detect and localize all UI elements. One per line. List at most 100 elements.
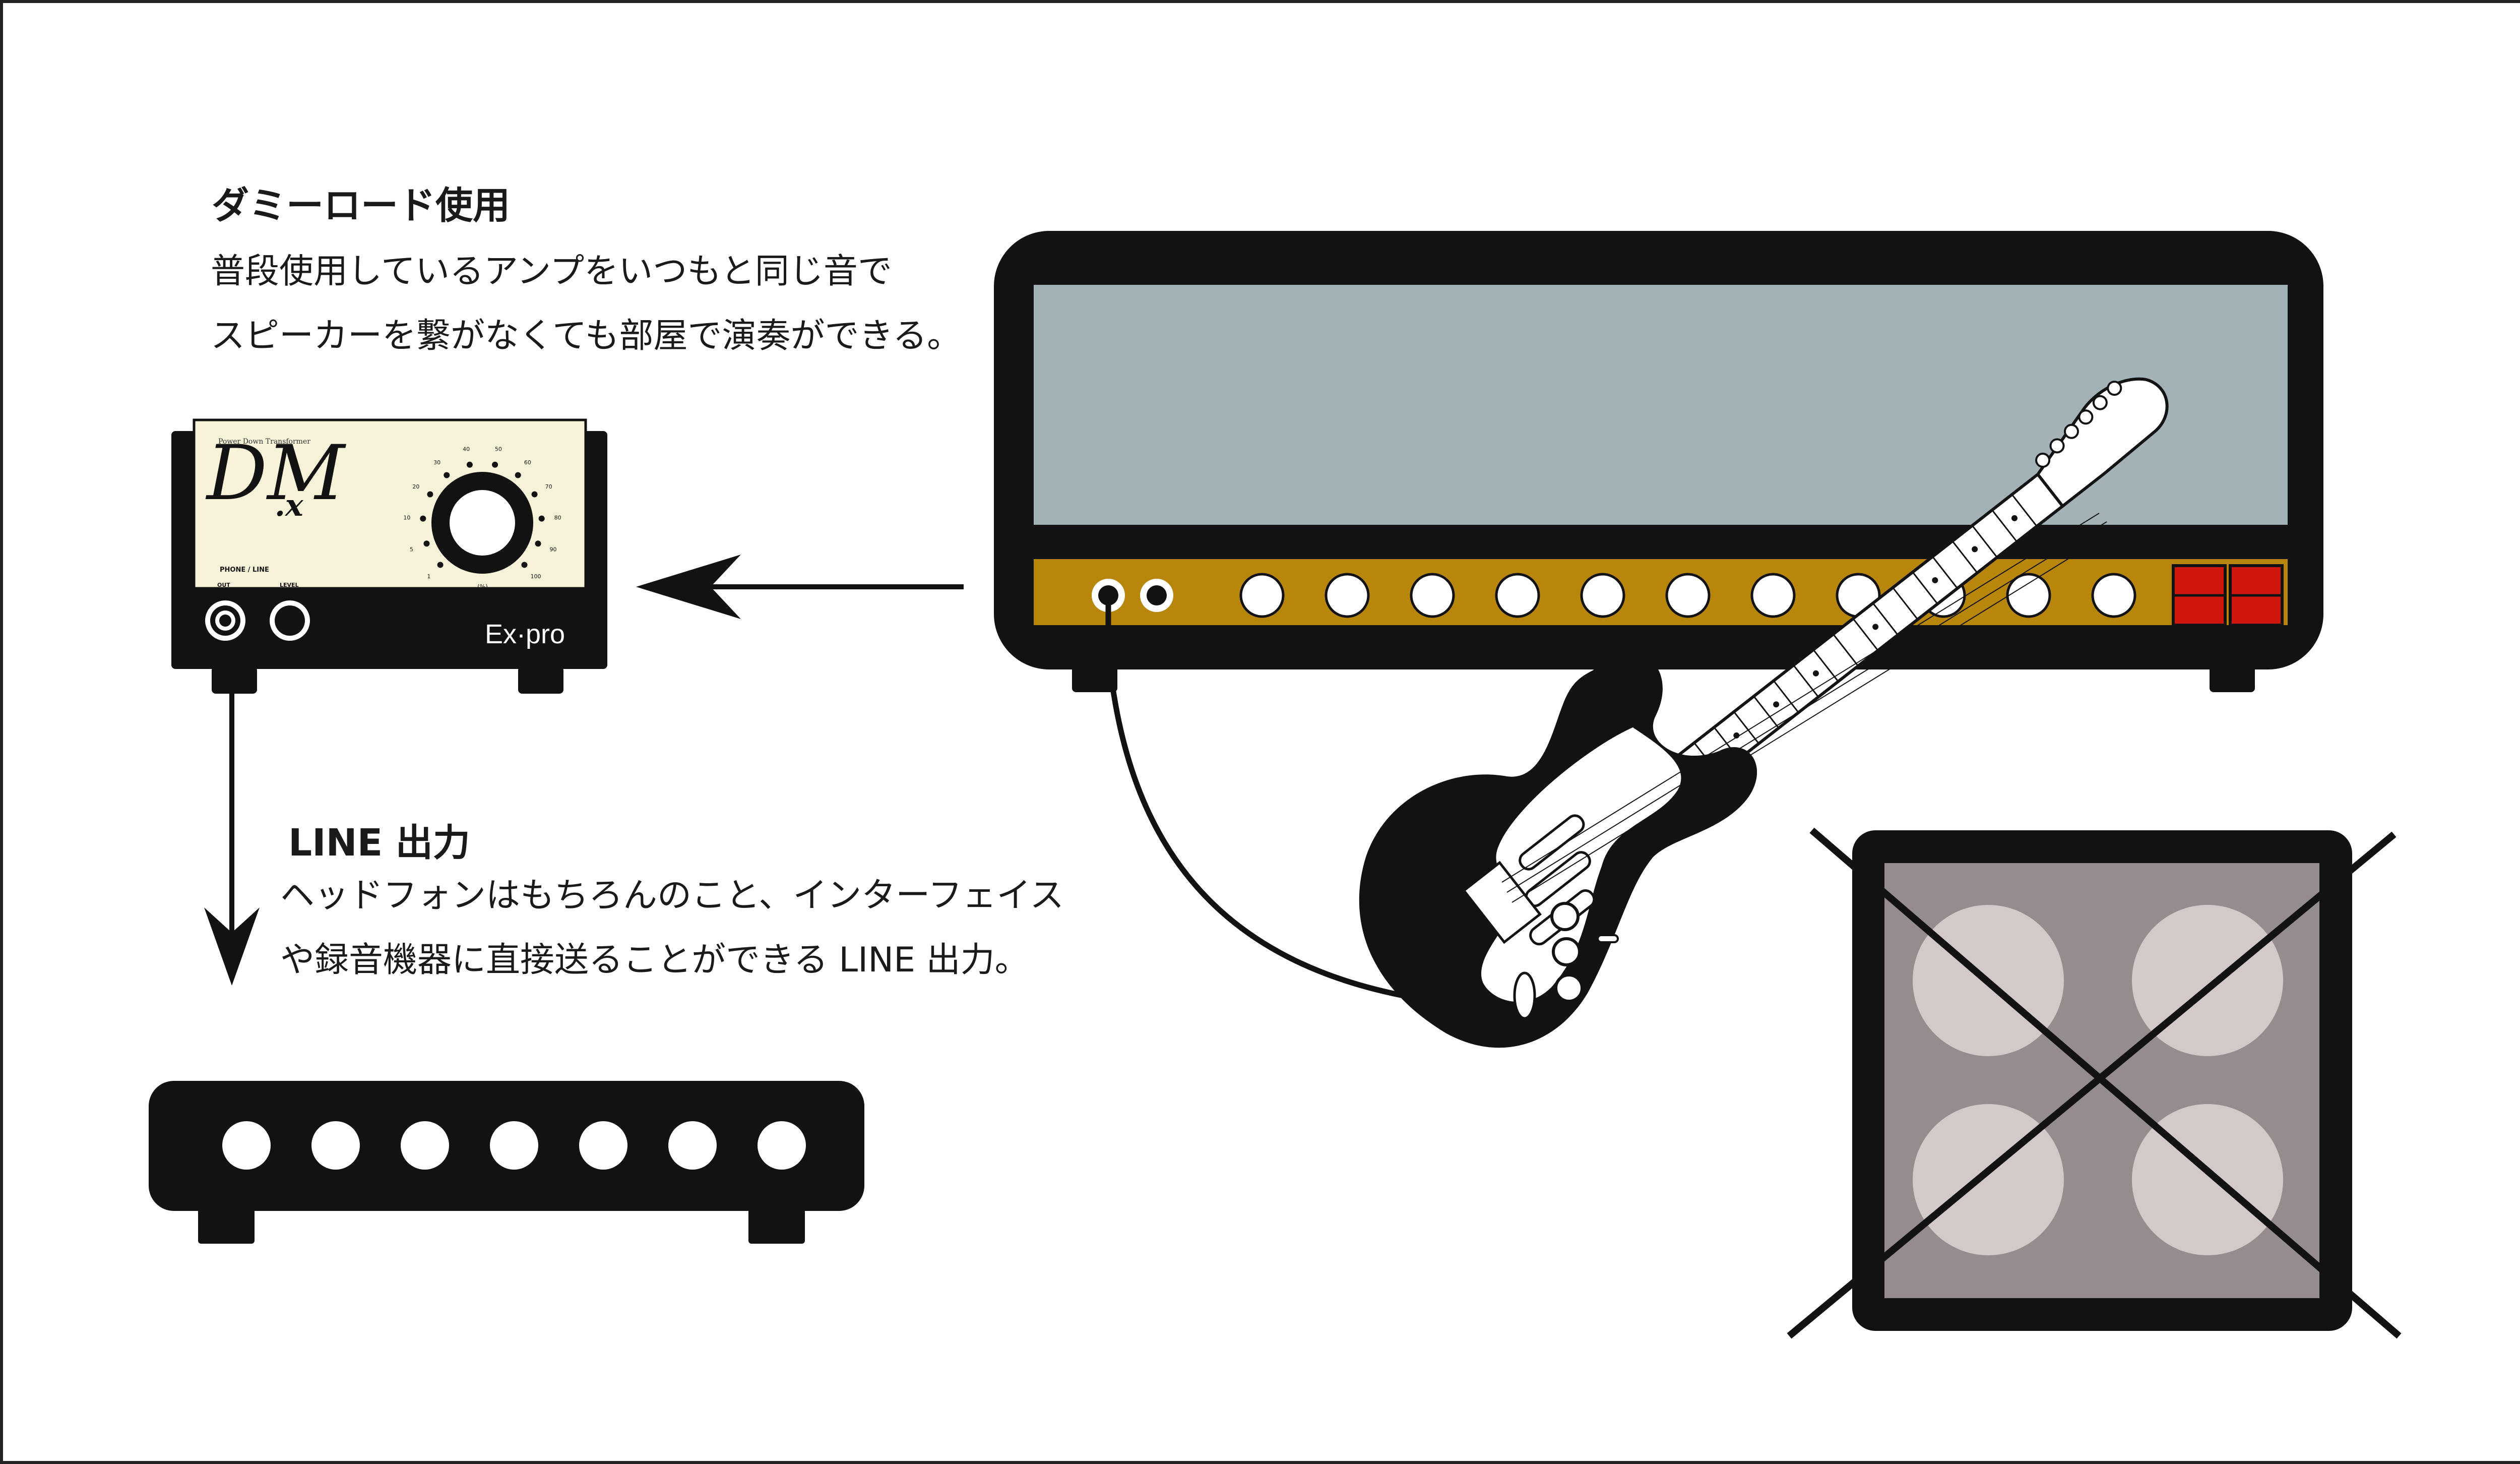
guitar-fret	[1793, 664, 1819, 698]
device-level-label: LEVEL	[280, 582, 299, 588]
device-top-small-text: Power Down Transformer	[218, 438, 310, 446]
device-logo-sub: .x	[275, 488, 304, 523]
dummy-load-line-2: スピーカーを繋がなくても部屋で演奏ができる。	[211, 316, 962, 356]
guitar-fret	[1812, 649, 1839, 682]
arrow-device-to-line	[204, 686, 260, 986]
line-device-knob[interactable]	[311, 1121, 360, 1170]
dial-tick-dot	[427, 491, 433, 498]
guitar-fret	[1972, 525, 1998, 558]
dummy-load-title: ダミーロード使用	[212, 184, 510, 227]
guitar-string-2	[1506, 521, 2107, 893]
device-logo-main: DM	[205, 430, 346, 517]
device-foot-left	[212, 666, 257, 694]
guitar-tuner	[2092, 395, 2108, 410]
dial-tick-dot	[538, 515, 545, 522]
device-brand: Ex·pro	[485, 619, 565, 649]
speaker-cabinet	[1787, 827, 2402, 1339]
guitar-tuner	[2049, 438, 2065, 454]
guitar-output-jack	[1513, 971, 1536, 1020]
amp-input-jack-2-hole	[1147, 585, 1167, 605]
guitar-headstock	[2036, 377, 2169, 509]
line-device-knob[interactable]	[222, 1121, 271, 1170]
line-device-knob[interactable]	[758, 1121, 806, 1170]
line-out-line-2: や録音機器に直接送ることができる LINE 出力。	[280, 940, 1029, 980]
dial-tick-dot	[521, 562, 528, 568]
guitar-tuner	[2035, 452, 2051, 468]
guitar-fret-marker	[1872, 624, 1879, 630]
line-out-line-1: ヘッドフォンはもちろんのこと、インターフェイス	[280, 876, 1064, 916]
dial-tick-dot	[531, 491, 538, 498]
dial-tick-label: 10	[403, 514, 410, 521]
guitar-fret	[1733, 711, 1759, 744]
dial-tick-label: 1	[427, 573, 430, 580]
amp-knob[interactable]	[2091, 573, 2136, 618]
line-device-knobs	[222, 1121, 806, 1170]
dial-tick-label: 50	[495, 446, 502, 452]
amp-knob[interactable]	[1495, 573, 1540, 618]
amp-knob[interactable]	[1410, 573, 1455, 618]
dial-tick-label: 30	[433, 459, 440, 466]
dial-tick-dot	[444, 472, 450, 478]
dial-tick-label: 60	[524, 459, 531, 466]
dmx-device: Power Down Transformer DM .x PHONE / LIN…	[171, 418, 607, 694]
line-device-knob[interactable]	[579, 1121, 627, 1170]
amp-knob[interactable]	[1665, 573, 1711, 618]
dial-tick-dot	[515, 472, 521, 478]
guitar-tuner	[2107, 381, 2122, 396]
amp-knob[interactable]	[2006, 573, 2051, 618]
guitar-fret	[1912, 571, 1938, 604]
device-percent-label: (%)	[477, 583, 488, 590]
dial-tick-dot	[437, 562, 444, 568]
guitar-tuner	[2063, 423, 2079, 439]
guitar-switch	[1597, 934, 1619, 943]
dummy-load-line-1: 普段使用しているアンプをいつもと同じ音で	[211, 252, 892, 291]
guitar-fret	[1773, 680, 1799, 713]
guitar-fret	[2011, 494, 2038, 527]
guitar-string-3	[1511, 530, 2115, 903]
dial-tick-dot	[423, 540, 430, 547]
line-out-title: LINE 出力	[288, 821, 470, 865]
line-device-knob[interactable]	[668, 1121, 717, 1170]
guitar-tone-knob-2	[1554, 973, 1584, 1003]
guitar-volume-knob	[1550, 902, 1580, 931]
guitar-fret	[1753, 696, 1780, 729]
dial-tick-dot	[466, 461, 473, 468]
device-level-jack-inner	[275, 605, 305, 636]
amp-foot-left	[1072, 666, 1117, 692]
amp-knob[interactable]	[1750, 573, 1796, 618]
amp-foot-right	[2210, 666, 2255, 692]
guitar-fret-marker	[1972, 546, 1978, 553]
guitar-tone-knob-1	[1552, 937, 1581, 966]
dial-tick-label: 70	[545, 483, 552, 490]
device-dial-knob[interactable]	[447, 487, 518, 559]
guitar-fret-marker	[1812, 670, 1819, 677]
amp-head	[994, 231, 2323, 692]
cabinet-cross-2	[1787, 831, 2397, 1339]
guitar-fret	[1932, 556, 1958, 589]
line-device-knob[interactable]	[490, 1121, 538, 1170]
device-foot-right	[518, 666, 563, 694]
cabinet-cross-1	[1809, 827, 2402, 1339]
amp-knob[interactable]	[1239, 573, 1285, 618]
line-device-foot-right	[748, 1207, 805, 1244]
dial-tick-dot	[492, 461, 498, 468]
guitar-string-1	[1501, 513, 2100, 883]
dial-tick-label: 5	[410, 546, 413, 553]
amp-knob[interactable]	[1325, 573, 1370, 618]
guitar-fret	[1951, 540, 1978, 574]
dial-tick-label: 100	[531, 573, 541, 580]
guitar-fret	[1872, 602, 1899, 636]
guitar-pickup-neck	[1519, 814, 1585, 871]
guitar-fret-marker	[1773, 701, 1780, 708]
guitar-fret	[1852, 618, 1879, 651]
guitar-frets	[1634, 494, 2038, 822]
dial-tick-label: 40	[463, 446, 470, 452]
guitar-fret-marker	[1932, 577, 1938, 583]
arrow-amp-to-device	[636, 555, 964, 619]
electric-guitar	[1359, 377, 2169, 1048]
amp-knob[interactable]	[1580, 573, 1625, 618]
line-device-knob[interactable]	[401, 1121, 449, 1170]
